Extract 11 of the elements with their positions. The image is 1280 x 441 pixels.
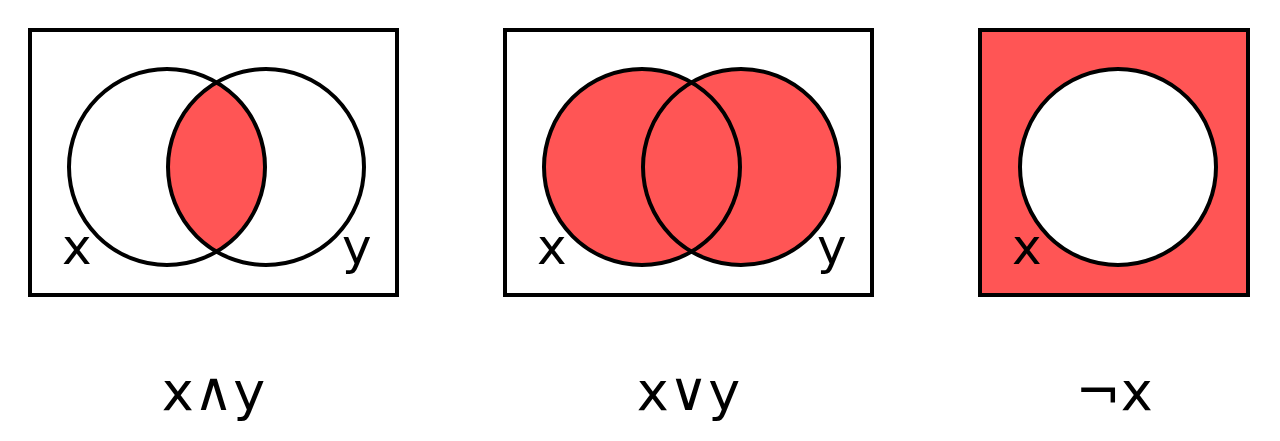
- set-label: x: [1012, 222, 1042, 272]
- universe-rectangle: [28, 28, 399, 297]
- set-label: y: [817, 222, 847, 272]
- operation-caption: ¬x: [1074, 362, 1154, 422]
- set-label: x: [62, 222, 92, 272]
- operation-caption: x∧y: [160, 362, 267, 422]
- universe-rectangle: [503, 28, 874, 297]
- set-label: x: [537, 222, 567, 272]
- set-label: y: [342, 222, 372, 272]
- universe-rectangle: [978, 28, 1250, 297]
- operation-caption: x∨y: [635, 362, 742, 422]
